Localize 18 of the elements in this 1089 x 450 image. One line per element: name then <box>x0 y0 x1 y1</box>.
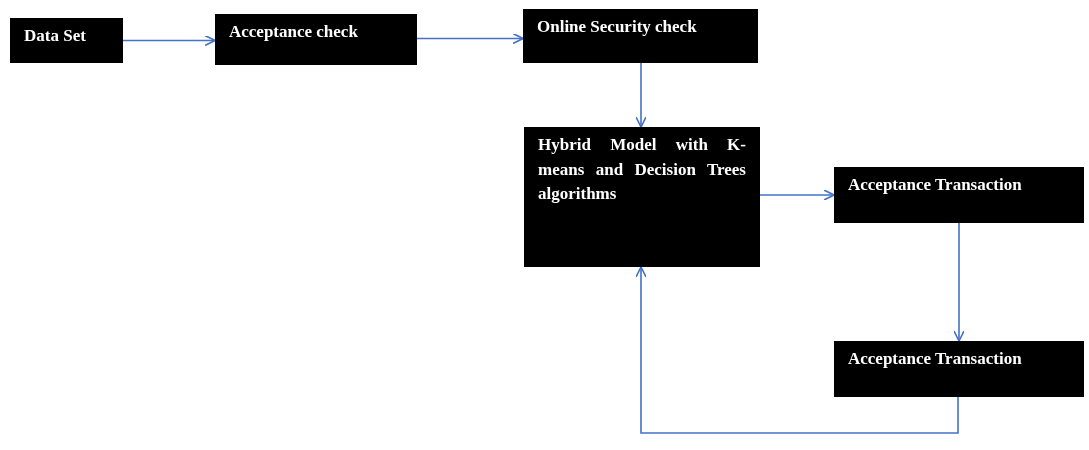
box-label: Data Set <box>24 25 87 47</box>
arrow <box>416 32 524 45</box>
arrow <box>759 189 835 201</box>
box-label: Acceptance Transaction <box>848 348 1023 370</box>
box-label: Acceptance Transaction <box>848 174 1023 196</box>
box-label: Acceptance check <box>229 21 359 43</box>
process-box <box>10 18 123 63</box>
arrow <box>635 266 959 434</box>
process-box <box>834 341 1084 397</box>
arrow <box>635 62 647 128</box>
process-box <box>215 14 417 65</box>
process-box <box>834 167 1084 223</box>
arrow <box>953 222 965 342</box>
arrow <box>122 34 216 47</box>
box-label: Online Security check <box>537 16 698 38</box>
box-label: Hybrid Model with K-means and Decision Trees algorithms <box>538 134 746 206</box>
process-box <box>524 127 760 267</box>
process-box <box>523 9 758 63</box>
